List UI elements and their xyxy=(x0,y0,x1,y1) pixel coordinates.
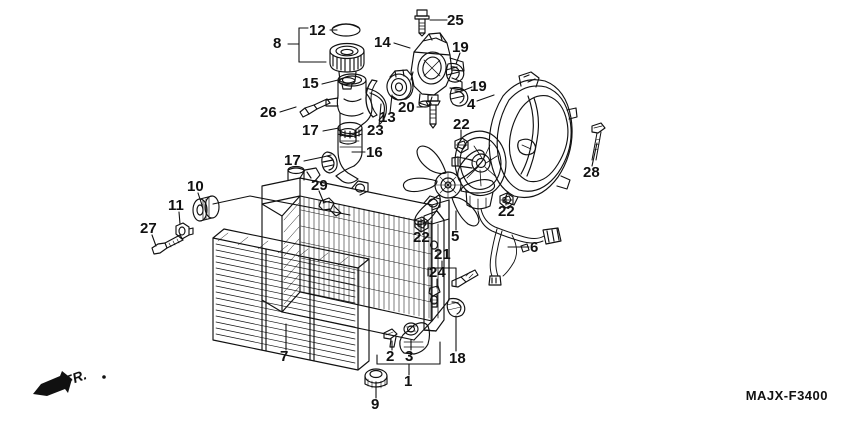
part-29-upper-clip xyxy=(318,197,342,217)
callout-26: 26 xyxy=(260,104,277,121)
part-17-hose-clamp-lower xyxy=(321,151,338,174)
callout-2: 2 xyxy=(386,348,395,365)
part-19-clamp-lower xyxy=(449,86,469,107)
part-23-thermostat-gasket xyxy=(365,79,378,118)
callout-5: 5 xyxy=(451,228,460,245)
callout-25: 25 xyxy=(447,12,464,29)
part-21-fan-bracket xyxy=(423,210,445,332)
callout-3: 3 xyxy=(405,348,414,365)
callout-21: 21 xyxy=(434,246,451,263)
part-22-nut-top xyxy=(454,137,469,154)
part-27-bolt xyxy=(151,234,184,255)
part-19-clamp-upper xyxy=(445,62,465,83)
callout-12: 12 xyxy=(309,22,326,39)
callout-17-upper: 17 xyxy=(302,122,319,139)
callout-20: 20 xyxy=(398,99,415,116)
callout-10: 10 xyxy=(187,178,204,195)
callout-22-left: 22 xyxy=(413,229,430,246)
core-tubes xyxy=(300,209,432,303)
callout-9: 9 xyxy=(371,396,380,413)
callout-16: 16 xyxy=(366,144,383,161)
fr-arrow-dot xyxy=(102,375,106,379)
callout-27: 27 xyxy=(140,220,157,237)
part-28-bolt xyxy=(591,122,606,161)
callout-19-lower: 19 xyxy=(470,78,487,95)
callout-29: 29 xyxy=(311,177,328,194)
fan-motor xyxy=(451,130,507,211)
part-24-bolt-right xyxy=(451,269,479,288)
part-18-clamp xyxy=(446,297,466,318)
callout-1: 1 xyxy=(404,373,413,390)
diagram-code: MAJX-F3400 xyxy=(745,388,828,403)
part-16-upper-hose xyxy=(335,133,363,184)
callout-19-upper: 19 xyxy=(452,39,469,56)
callout-24: 24 xyxy=(429,264,446,281)
callout-22-top: 22 xyxy=(453,116,470,133)
callout-8: 8 xyxy=(273,35,282,52)
part-24-bracket-bolt xyxy=(428,285,441,308)
part-14-thermostat-housing xyxy=(410,32,465,108)
part-12-cap-seal xyxy=(331,23,361,37)
louver-slats xyxy=(215,243,356,364)
part-13-thermostat xyxy=(386,69,414,101)
part-20-bleed-bolt xyxy=(425,94,441,129)
part-10-rubber-mount xyxy=(192,195,220,222)
part-2-clamp xyxy=(383,328,398,348)
callout-4: 4 xyxy=(467,96,476,113)
part-26-bolt xyxy=(299,98,331,118)
callout-7: 7 xyxy=(280,348,289,365)
part-7-grille-louver xyxy=(212,228,370,371)
callout-28: 28 xyxy=(583,164,600,181)
callout-18: 18 xyxy=(449,350,466,367)
callout-13: 13 xyxy=(379,109,396,126)
callout-6: 6 xyxy=(530,239,539,256)
callout-14: 14 xyxy=(374,34,391,51)
callout-15: 15 xyxy=(302,75,319,92)
callout-22-right: 22 xyxy=(498,203,515,220)
fr-direction-arrow xyxy=(33,371,72,396)
radiator-core xyxy=(261,165,450,341)
callout-11: 11 xyxy=(168,197,184,214)
part-11-collar xyxy=(175,222,194,240)
part-25-flange-bolt xyxy=(414,9,430,37)
part-9-drain-plug xyxy=(364,368,388,389)
part-5-fan-blade xyxy=(402,145,496,227)
callout-23: 23 xyxy=(367,122,384,139)
part-22-nut-right xyxy=(499,192,514,209)
part-4-fan-shroud xyxy=(488,71,578,206)
part-15-filler-neck xyxy=(325,73,387,145)
part-6-wire-harness xyxy=(477,208,562,286)
part-3-hose-clip xyxy=(403,322,419,336)
callout-17-lower: 17 xyxy=(284,152,301,169)
